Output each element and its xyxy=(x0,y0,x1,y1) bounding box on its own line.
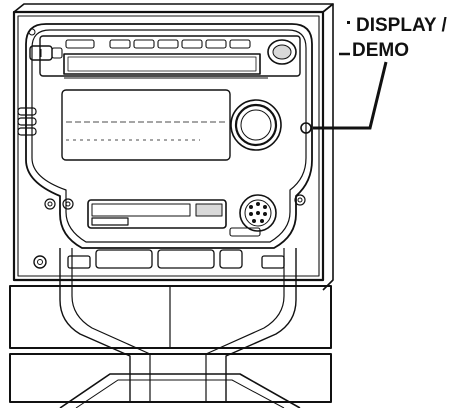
volume-knob-icon[interactable] xyxy=(230,99,282,151)
disc-button[interactable] xyxy=(181,39,203,49)
base-box-lower xyxy=(9,353,332,403)
tape-button[interactable] xyxy=(91,217,129,226)
round-button-icon[interactable] xyxy=(44,198,56,210)
callout-dot xyxy=(347,21,350,24)
display-window xyxy=(61,89,231,161)
callout-label-demo: DEMO xyxy=(352,40,409,61)
stereo-unit xyxy=(12,3,334,291)
transport-button[interactable] xyxy=(261,255,285,269)
transport-button[interactable] xyxy=(67,255,91,269)
unit-top-lid xyxy=(13,3,334,13)
phones-jack[interactable] xyxy=(33,255,47,269)
disc-button[interactable] xyxy=(205,39,227,49)
mode-button[interactable] xyxy=(17,117,37,126)
disc-button[interactable] xyxy=(157,39,179,49)
front-face-outline xyxy=(25,23,313,249)
unit-side xyxy=(322,3,334,291)
mode-button[interactable] xyxy=(17,107,37,116)
indicator-lamp xyxy=(28,28,36,36)
display-demo-button[interactable] xyxy=(300,122,312,134)
disc-button[interactable] xyxy=(133,39,155,49)
unit-cabinet xyxy=(12,10,325,282)
lower-cabinet xyxy=(9,248,332,408)
open-close-button[interactable] xyxy=(51,47,63,59)
disc-window xyxy=(267,39,297,65)
left-button-stack[interactable] xyxy=(17,107,37,136)
deck-button[interactable] xyxy=(229,227,261,237)
transport-button[interactable] xyxy=(95,249,153,269)
disc-button[interactable] xyxy=(109,39,131,49)
transport-buttons[interactable] xyxy=(67,249,285,269)
transport-button[interactable] xyxy=(157,249,215,269)
stand-feet xyxy=(59,373,301,408)
round-button-icon[interactable] xyxy=(294,194,306,206)
top-button-row[interactable] xyxy=(65,39,251,49)
disc-button[interactable] xyxy=(229,39,251,49)
top-button[interactable] xyxy=(65,39,95,49)
top-panel xyxy=(39,35,301,77)
jog-pad-icon[interactable] xyxy=(239,194,277,232)
round-button-icon[interactable] xyxy=(62,198,74,210)
callout-label-display: DISPLAY / xyxy=(356,15,448,36)
transport-button[interactable] xyxy=(219,249,243,269)
cd-tray xyxy=(63,53,261,75)
leader-line xyxy=(313,61,388,130)
mode-button[interactable] xyxy=(17,127,37,136)
display-demo-callout: DISPLAY / DEMO xyxy=(313,15,448,130)
